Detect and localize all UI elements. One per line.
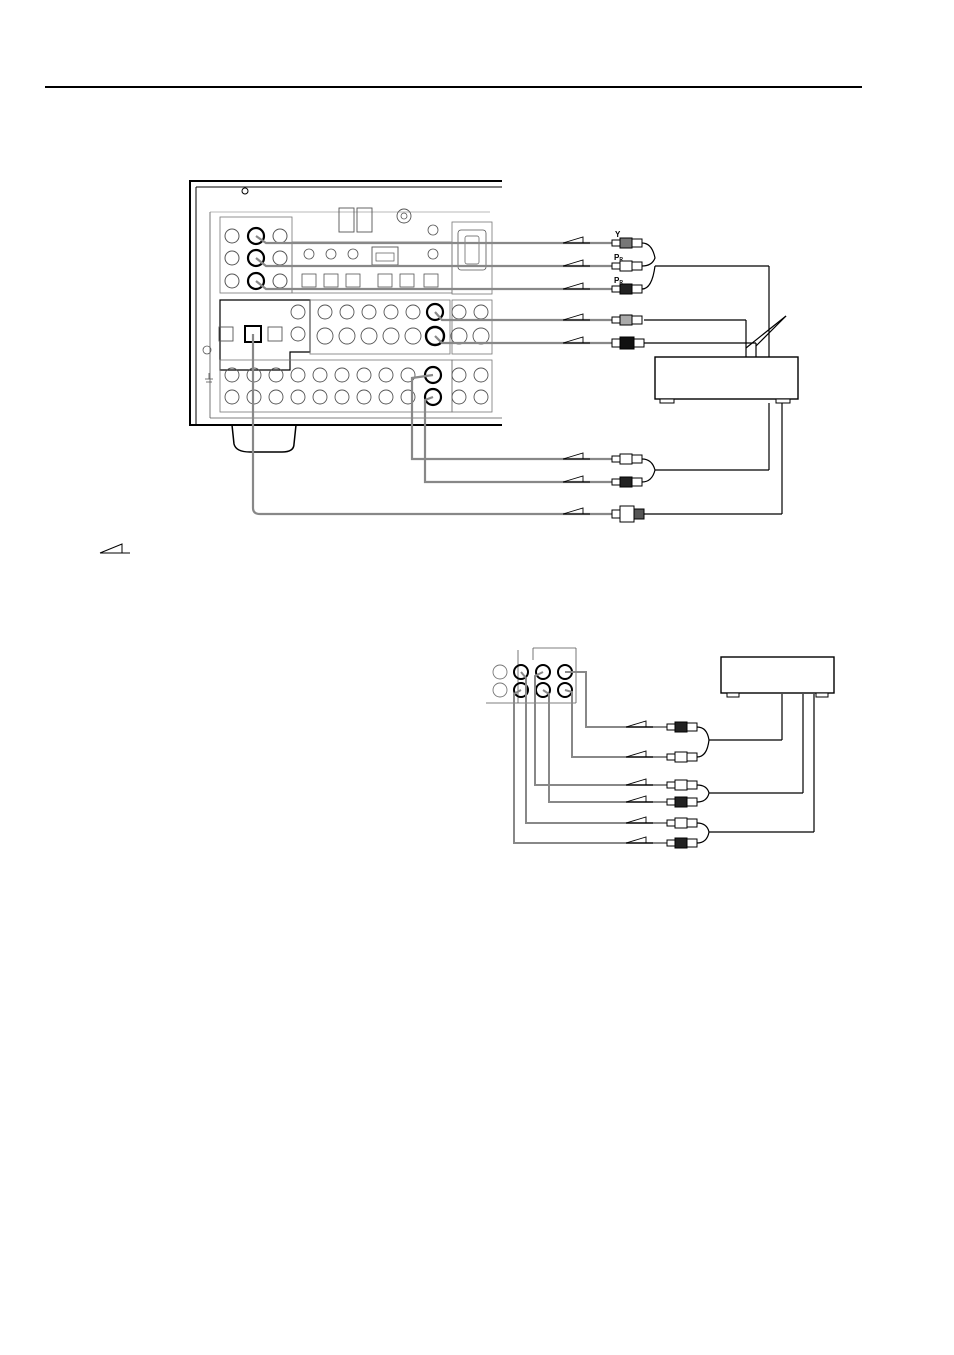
multichannel-panel-detail (486, 648, 576, 703)
figure2-cable-bundles (697, 694, 814, 843)
signal-flow-arrows-fig1 (563, 237, 590, 514)
label-pr-2: PR (614, 276, 623, 286)
signal-flow-arrows-fig2 (626, 721, 653, 843)
label-pr-1: PR (614, 253, 623, 263)
source-device-fig2 (721, 657, 834, 697)
signal-flow-legend-icon (100, 544, 130, 553)
figure1-cables (253, 236, 612, 514)
label-y: Y (615, 230, 621, 239)
source-device-fig1 (655, 357, 798, 403)
rca-plugs-fig2 (667, 722, 697, 848)
receiver-rear-panel (190, 181, 502, 452)
